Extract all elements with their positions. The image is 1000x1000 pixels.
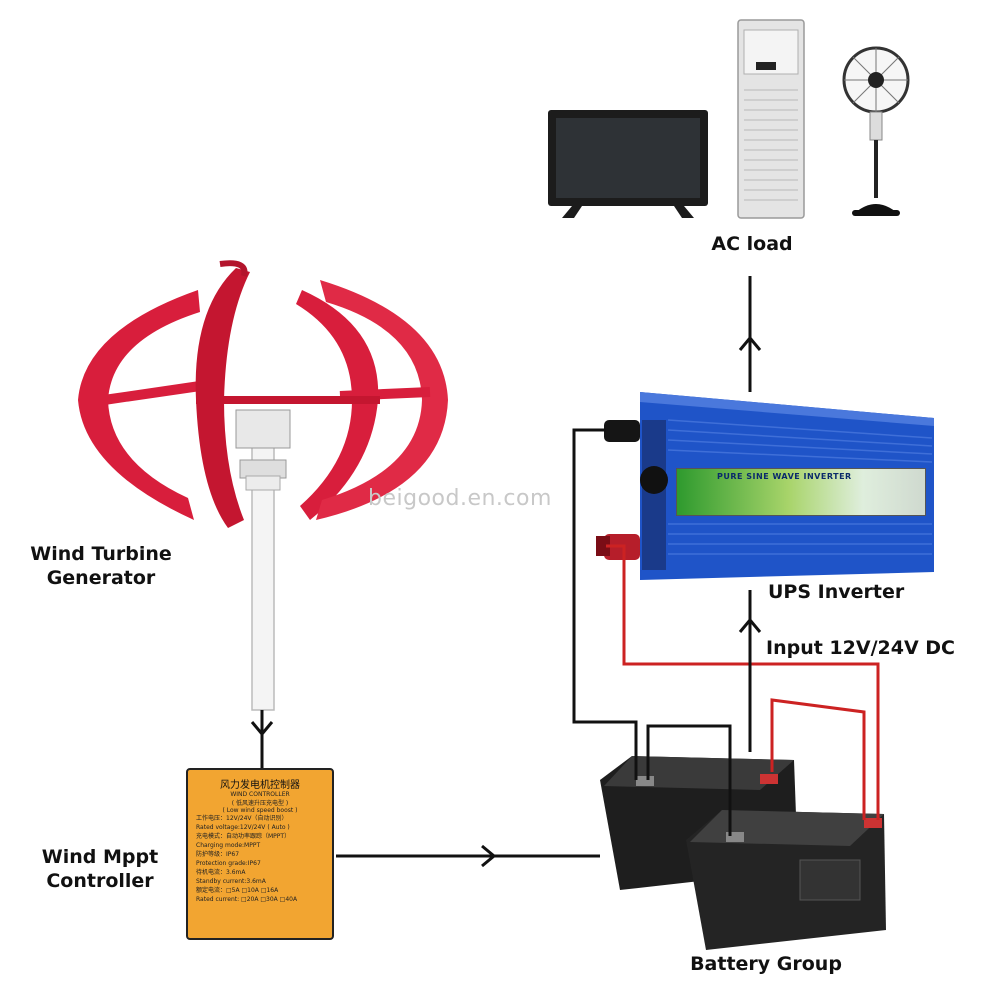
controller-spec-1: 工作电压：12V/24V（自动识别）	[196, 815, 288, 822]
ac-load-label: AC load	[711, 233, 793, 255]
wind-turbine-label-line1: Wind Turbine	[30, 543, 172, 565]
controller-spec-6: Protection grade:IP67	[196, 860, 261, 867]
controller-spec-8: Standby current:3.6mA	[196, 878, 266, 885]
wind-turbine-icon	[78, 260, 448, 711]
controller-spec-2: Rated voltage:12V/24V ( Auto )	[196, 824, 290, 831]
controller-spec-9: 额定电流：□5A □10A □16A	[196, 887, 279, 894]
controller-title: 风力发电机控制器	[220, 780, 300, 791]
battery-group-label: Battery Group	[690, 953, 842, 975]
input-dc-label: Input 12V/24V DC	[766, 637, 955, 659]
controller-spec-3: 充电模式：自动功率跟踪（MPPT）	[196, 833, 291, 840]
ups-inverter-label: UPS Inverter	[768, 581, 905, 603]
tv-icon	[548, 110, 708, 218]
wind-mppt-label-line2: Controller	[46, 870, 154, 892]
controller-spec-5: 防护等级：IP67	[196, 851, 240, 858]
red-wire	[606, 544, 880, 820]
wind-mppt-label-line1: Wind Mppt	[41, 846, 159, 868]
watermark: beigood.en.com	[368, 486, 552, 511]
controller-subtitle: WIND CONTROLLER	[230, 791, 290, 798]
battery-icon-2	[686, 810, 886, 950]
wind-turbine-label-line2: Generator	[46, 567, 156, 589]
controller-mode-en: ( Low wind speed boost )	[222, 807, 298, 814]
black-wire	[572, 428, 732, 836]
controller-spec-7: 待机电流：3.6mA	[196, 869, 246, 876]
fan-icon	[842, 46, 910, 216]
mppt-controller-panel: 风力发电机控制器 WIND CONTROLLER ( 低风速升压充电型 ) ( …	[186, 768, 334, 940]
flow-arrows	[250, 276, 762, 868]
inverter-label-strip: PURE SINE WAVE INVERTER	[676, 468, 926, 516]
controller-spec-10: Rated current: □20A □30A □40A	[196, 896, 298, 903]
controller-spec-4: Charging mode:MPPT	[196, 842, 261, 849]
controller-mode-cn: ( 低风速升压充电型 )	[231, 800, 289, 807]
air-conditioner-icon	[737, 19, 805, 219]
inverter-model-text: PURE SINE WAVE INVERTER	[717, 472, 852, 481]
